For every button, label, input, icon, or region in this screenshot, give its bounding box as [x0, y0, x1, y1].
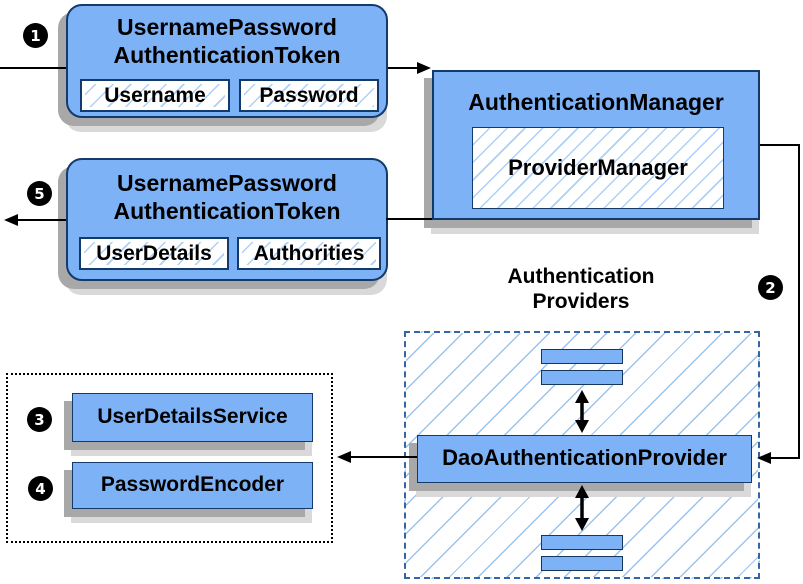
result-token-title-line1: UsernamePassword	[117, 170, 337, 196]
result-token-title-line2: AuthenticationToken	[113, 198, 341, 224]
step-badge-2: 2	[758, 275, 783, 300]
password-encoder-box: PasswordEncoder	[72, 462, 313, 509]
dao-authentication-provider-title: DaoAuthenticationProvider	[442, 445, 727, 470]
arrow-manager-to-dao-line	[760, 144, 800, 459]
dao-authentication-provider-box: DaoAuthenticationProvider	[417, 435, 752, 483]
authentication-manager-title: AuthenticationManager	[468, 89, 724, 115]
step-badge-5: 5	[27, 181, 52, 206]
request-token-title-line2: AuthenticationToken	[113, 42, 341, 68]
arrowhead-token-to-manager	[417, 62, 431, 74]
provider-manager-box: ProviderManager	[472, 127, 724, 209]
provider-placeholder-bar	[541, 349, 623, 364]
step-badge-4: 4	[28, 476, 53, 501]
provider-placeholder-bar	[541, 370, 623, 385]
request-token-box: UsernamePassword AuthenticationToken Use…	[66, 4, 388, 118]
user-details-service-title: UserDetailsService	[97, 405, 288, 428]
result-token-box: UsernamePassword AuthenticationToken Use…	[66, 158, 388, 281]
userdetails-field-box: UserDetails	[79, 237, 229, 270]
authentication-providers-label-line2: Providers	[532, 290, 630, 313]
arrowhead-dao-to-collaborators	[337, 451, 351, 463]
user-details-service-box: UserDetailsService	[72, 393, 313, 442]
authentication-providers-label-line1: Authentication	[507, 265, 655, 288]
authorities-field-box: Authorities	[237, 237, 381, 270]
authentication-manager-box: AuthenticationManager ProviderManager	[432, 70, 760, 220]
authentication-providers-label: Authentication Providers	[431, 264, 731, 314]
step-badge-1: 1	[23, 23, 48, 48]
request-token-title-line1: UsernamePassword	[117, 14, 337, 40]
provider-placeholder-bar	[541, 535, 623, 550]
provider-placeholder-bar	[541, 556, 623, 571]
password-encoder-title: PasswordEncoder	[100, 473, 285, 496]
step-badge-3: 3	[27, 407, 52, 432]
username-field-box: Username	[80, 79, 230, 112]
password-field-box: Password	[239, 79, 379, 112]
arrowhead-result-token-out	[4, 214, 18, 226]
